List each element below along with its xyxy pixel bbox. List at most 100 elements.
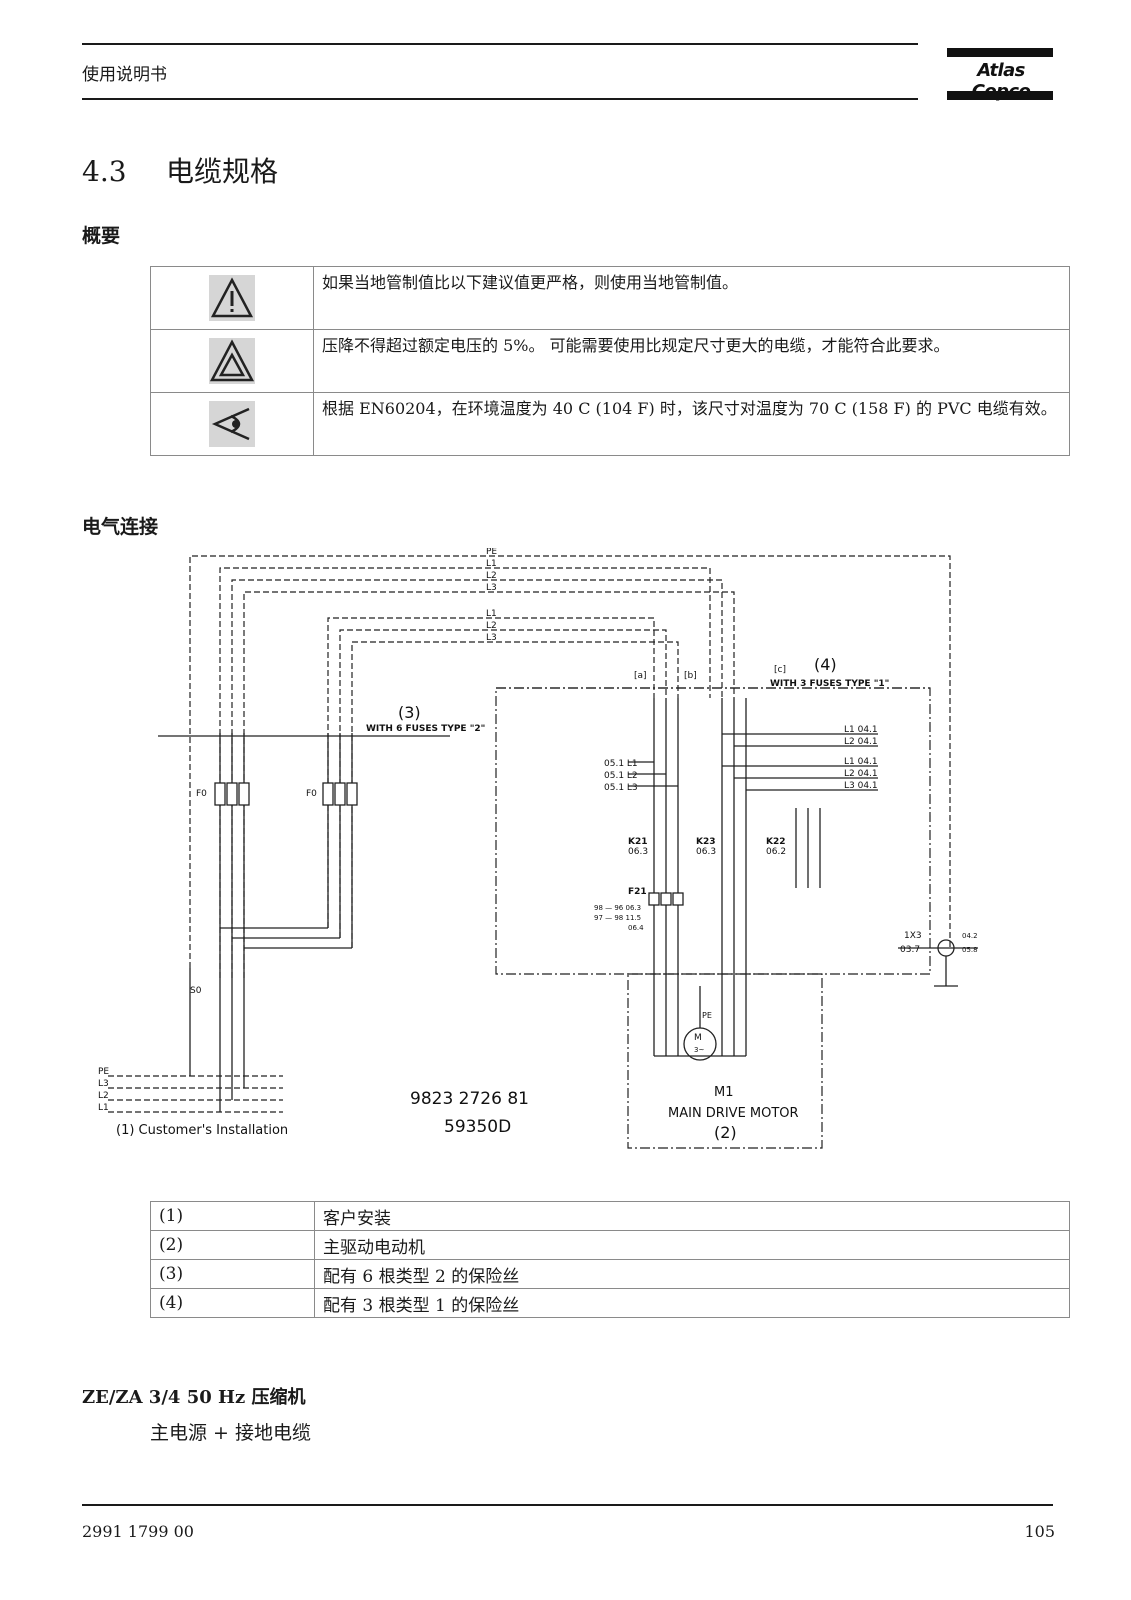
motor-symbol: M — [694, 1033, 702, 1043]
tx3-label: 1X3 — [904, 931, 922, 941]
double-triangle-icon — [209, 338, 255, 384]
pe-bus-line — [189, 555, 951, 968]
motor-number: (2) — [714, 1123, 737, 1142]
eye-icon — [209, 401, 255, 447]
legend-row: (3)配有 6 根类型 2 的保险丝 — [150, 1259, 1070, 1289]
notes-table: 如果当地管制值比以下建议值更严格，则使用当地管制值。 压降不得超过额定电压的 5… — [150, 266, 1070, 456]
feed-label-l3: L3 — [98, 1079, 109, 1089]
fuse-label-2: F0 — [306, 789, 317, 799]
note-icon-cell — [150, 266, 314, 330]
motor-name: MAIN DRIVE MOTOR — [668, 1106, 799, 1121]
right-tap-label: L1 04.1 — [844, 725, 878, 735]
k21-label: K21 — [628, 837, 648, 847]
fuse-symbol — [322, 782, 334, 806]
tap-label-b: [b] — [684, 671, 697, 681]
right-tap-label: L2 04.1 — [844, 737, 878, 747]
header-top-rule — [82, 43, 918, 45]
motor-id: M1 — [714, 1085, 734, 1100]
left-tap-label: 05.1 L2 — [604, 771, 638, 781]
fuse-label-1: F0 — [196, 789, 207, 799]
feed-label-l2: L2 — [98, 1091, 109, 1101]
tx3-right-ref: 05.8 — [962, 946, 978, 954]
k22-ref: 06.2 — [766, 847, 786, 857]
note-row: 根据 EN60204，在环境温度为 40 C (104 F) 时，该尺寸对温度为… — [150, 392, 1070, 456]
motor-phase: 3~ — [694, 1046, 704, 1054]
note-text: 压降不得超过额定电压的 5%。 可能需要使用比规定尺寸更大的电缆，才能符合此要求… — [313, 329, 1070, 393]
k23-ref: 06.3 — [696, 847, 716, 857]
fuse-symbol — [672, 892, 684, 906]
note-text: 如果当地管制值比以下建议值更严格，则使用当地管制值。 — [313, 266, 1070, 330]
l3-label-2: L3 — [486, 633, 497, 643]
left-tap-label: 05.1 L3 — [604, 783, 638, 793]
fuse-symbol — [226, 782, 238, 806]
tap-label-c: [c] — [774, 665, 786, 675]
l1-label-2: L1 — [486, 609, 497, 619]
legend-value: 配有 3 根类型 1 的保险丝 — [314, 1288, 1070, 1318]
note-icon-cell — [150, 392, 314, 456]
legend-row: (4)配有 3 根类型 1 的保险丝 — [150, 1288, 1070, 1318]
header-bottom-rule — [82, 98, 918, 100]
legend-key: (1) — [150, 1201, 315, 1231]
fuse-symbol — [334, 782, 346, 806]
footer-rule — [82, 1504, 1053, 1506]
l1-label: L1 — [486, 559, 497, 569]
customer-installation-label: (1) Customer's Installation — [116, 1123, 288, 1138]
fuse-symbol — [238, 782, 250, 806]
right-tap-label: L1 04.1 — [844, 757, 878, 767]
warning-triangle-icon — [209, 275, 255, 321]
k23-label: K23 — [696, 837, 716, 847]
model-subtitle: 主电源 + 接地电缆 — [150, 1422, 311, 1444]
doc-code: 59350D — [444, 1117, 511, 1137]
f21-note: 06.4 — [628, 924, 644, 932]
label-4: (4) — [814, 655, 837, 674]
logo-bar-top — [947, 48, 1053, 57]
legend-value: 主驱动电动机 — [314, 1230, 1070, 1260]
overview-heading: 概要 — [82, 225, 121, 247]
f21-note: 98 — 96 06.3 — [594, 904, 641, 912]
label-3: (3) — [398, 703, 421, 722]
motor-pe-label: PE — [702, 1011, 712, 1020]
label-4-text: WITH 3 FUSES TYPE "1" — [770, 679, 889, 689]
legend-row: (1)客户安装 — [150, 1201, 1070, 1231]
legend-row: (2)主驱动电动机 — [150, 1230, 1070, 1260]
doc-number: 9823 2726 81 — [410, 1089, 529, 1109]
fuse-symbol — [648, 892, 660, 906]
l1-bus-line — [219, 567, 711, 978]
legend-key: (4) — [150, 1288, 315, 1318]
l2-label-2: L2 — [486, 621, 497, 631]
fuse-symbol — [214, 782, 226, 806]
motor-boundary — [627, 973, 823, 1149]
page-number: 105 — [1024, 1522, 1055, 1541]
note-row: 如果当地管制值比以下建议值更严格，则使用当地管制值。 — [150, 266, 1070, 330]
footer-doc-number: 2991 1799 00 — [82, 1522, 194, 1541]
right-tap-label: L3 04.1 — [844, 781, 878, 791]
f21-note: 97 — 98 11.5 — [594, 914, 641, 922]
legend-value: 客户安装 — [314, 1201, 1070, 1231]
note-icon-cell — [150, 329, 314, 393]
header-title: 使用说明书 — [82, 65, 167, 85]
legend-table: (1)客户安装 (2)主驱动电动机 (3)配有 6 根类型 2 的保险丝 (4)… — [150, 1201, 1070, 1318]
section-title: 4.3 电缆规格 — [82, 150, 278, 190]
feed-label-pe: PE — [98, 1067, 109, 1077]
l3-label: L3 — [486, 583, 497, 593]
l2-label: L2 — [486, 571, 497, 581]
k22-label: K22 — [766, 837, 786, 847]
f21-label: F21 — [628, 887, 647, 897]
tx3-right-ref: 04.2 — [962, 932, 978, 940]
note-row: 压降不得超过额定电压的 5%。 可能需要使用比规定尺寸更大的电缆，才能符合此要求… — [150, 329, 1070, 393]
l2-bus-line — [231, 579, 723, 978]
feed-label-l1: L1 — [98, 1103, 109, 1113]
note-text: 根据 EN60204，在环境温度为 40 C (104 F) 时，该尺寸对温度为… — [313, 392, 1070, 456]
k21-ref: 06.3 — [628, 847, 648, 857]
logo-bar-bottom — [947, 91, 1053, 100]
left-tap-label: 05.1 L1 — [604, 759, 638, 769]
section-title-text: 电缆规格 — [166, 155, 279, 188]
tap-label-a: [a] — [634, 671, 647, 681]
section-number: 4.3 — [82, 155, 127, 188]
atlas-copco-logo: Atlas Copco — [947, 48, 1053, 102]
l3-bus-line — [243, 591, 735, 978]
switch-label: S0 — [190, 986, 202, 996]
tx3-left-ref: 03.7 — [900, 945, 920, 955]
electrical-heading: 电气连接 — [82, 516, 159, 538]
fuse-symbol — [346, 782, 358, 806]
